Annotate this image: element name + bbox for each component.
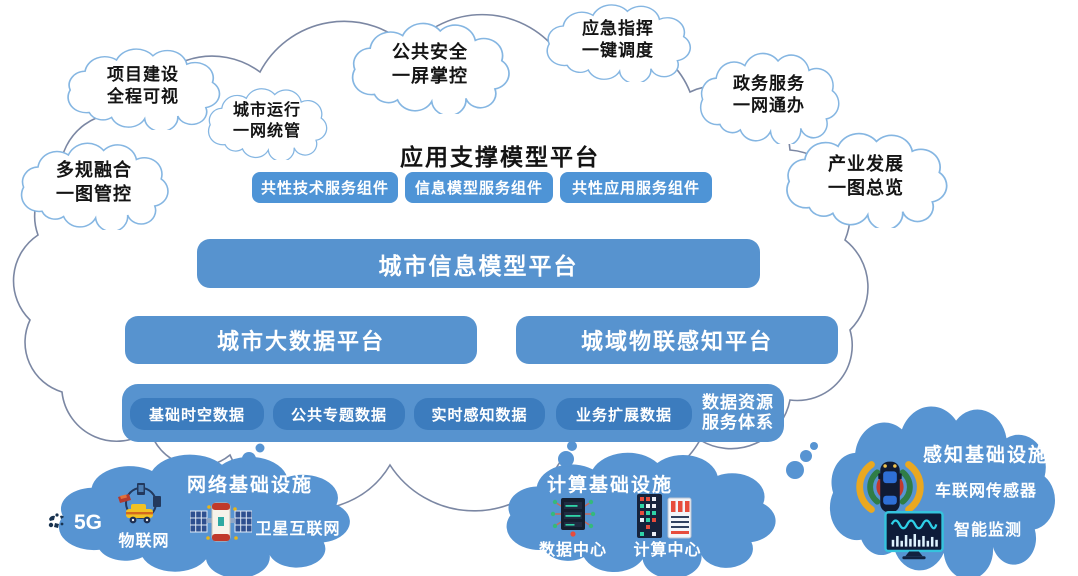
cloud-project: 项目建设全程可视 xyxy=(52,46,234,130)
cloud-public-safety-line1: 公共安全 xyxy=(392,42,468,63)
satellite-icon xyxy=(190,502,252,542)
item-compute-center xyxy=(633,492,695,540)
item-compute-center-label: 计算中心 xyxy=(633,542,702,559)
data-box-realtime-sensing: 实时感知数据 xyxy=(414,398,545,430)
item-satellite xyxy=(190,500,252,546)
data-system-label: 数据资源 服务体系 xyxy=(696,384,780,442)
component-common-tech: 共性技术服务组件 xyxy=(252,172,398,203)
network-infra-title: 网络基础设施 xyxy=(186,475,313,496)
cloud-public-safety: 公共安全一屏掌控 xyxy=(336,20,524,114)
cloud-emergency: 应急指挥一键调度 xyxy=(532,2,704,82)
data-resource-bar: 基础时空数据 公共专题数据 实时感知数据 业务扩展数据 数据资源 服务体系 xyxy=(122,384,784,442)
cim-platform-bar: 城市信息模型平台 xyxy=(197,239,760,288)
item-data-center-label: 数据中心 xyxy=(538,542,607,559)
data-center-icon xyxy=(550,498,596,537)
puff-bubbles xyxy=(242,441,818,479)
sensing-infra-title: 感知基础设施 xyxy=(922,445,1049,466)
data-system-line2: 服务体系 xyxy=(702,413,774,432)
cloud-multi-plan-line1: 多规融合 xyxy=(56,160,132,181)
data-box-business-extension: 业务扩展数据 xyxy=(556,398,692,430)
cloud-industry: 产业发展一图总览 xyxy=(770,130,962,228)
item-smart-monitor xyxy=(884,510,944,560)
item-car-sensor xyxy=(848,458,932,516)
cloud-city-operation: 城市运行一网统管 xyxy=(196,86,338,160)
data-box-basic-spatiotemporal: 基础时空数据 xyxy=(130,398,264,430)
item-iot xyxy=(114,482,168,530)
cloud-industry-line1: 产业发展 xyxy=(828,154,904,175)
item-satellite-label: 卫星互联网 xyxy=(255,521,341,538)
cloud-project-line1: 项目建设 xyxy=(107,64,179,84)
component-common-app: 共性应用服务组件 xyxy=(560,172,712,203)
item-smart-monitor-label: 智能监测 xyxy=(953,522,1022,539)
cloud-multi-plan: 多规融合一图管控 xyxy=(6,140,182,230)
cloud-emergency-line2: 一键调度 xyxy=(582,41,654,60)
page-title: 应用支撑模型平台 xyxy=(400,144,600,170)
cloud-gov-service-line1: 政务服务 xyxy=(733,73,805,93)
item-5g: 5G xyxy=(46,510,102,536)
item-iot-label: 物联网 xyxy=(118,533,170,550)
cloud-emergency-line1: 应急指挥 xyxy=(582,18,654,38)
item-5g-label: 5G xyxy=(74,511,103,534)
globe-5g-icon xyxy=(48,513,64,528)
compute-infra-title: 计算基础设施 xyxy=(546,475,673,496)
car-sensor-icon xyxy=(856,461,924,513)
data-system-line1: 数据资源 xyxy=(702,393,774,413)
item-data-center xyxy=(549,492,597,540)
item-car-sensor-label: 车联网传感器 xyxy=(934,483,1037,500)
iot-platform-bar: 城域物联感知平台 xyxy=(516,316,838,364)
iot-network-icon xyxy=(118,483,161,524)
component-info-model: 信息模型服务组件 xyxy=(405,172,553,203)
cloud-city-operation-line1: 城市运行 xyxy=(232,101,301,119)
cloud-public-safety-line2: 一屏掌控 xyxy=(392,66,468,86)
cloud-project-line2: 全程可视 xyxy=(107,87,179,106)
cloud-multi-plan-line2: 一图管控 xyxy=(56,184,132,204)
cloud-gov-service: 政务服务一网通办 xyxy=(686,50,852,144)
compute-center-icon xyxy=(637,494,692,539)
cloud-gov-service-line2: 一网通办 xyxy=(733,96,805,115)
monitor-icon xyxy=(884,511,944,560)
cloud-industry-line2: 一图总览 xyxy=(828,178,904,198)
bigdata-platform-bar: 城市大数据平台 xyxy=(125,316,477,364)
data-box-public-theme: 公共专题数据 xyxy=(273,398,405,430)
cloud-city-operation-line2: 一网统管 xyxy=(232,123,301,140)
